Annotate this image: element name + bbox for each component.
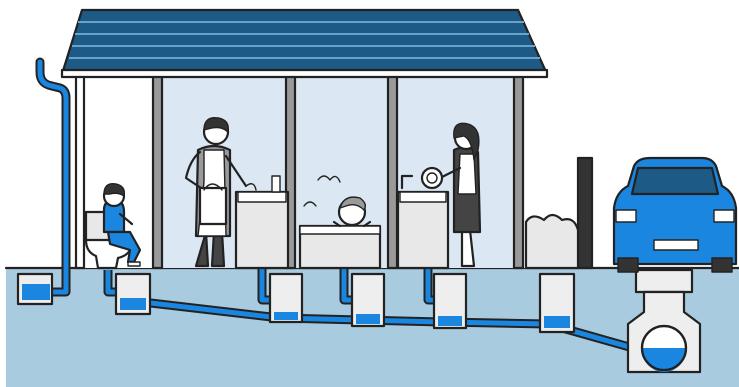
bush-icon xyxy=(526,215,578,268)
bathtub-icon xyxy=(300,226,380,268)
downspout-icon xyxy=(40,62,66,282)
inspection-pit-icon xyxy=(540,274,574,332)
inspection-pit-icon xyxy=(116,274,150,314)
inspection-pit-icon xyxy=(18,274,52,304)
house-roof-icon xyxy=(62,10,547,77)
inspection-pit-icon xyxy=(270,274,302,322)
car-icon xyxy=(614,158,736,272)
inspection-pit-icon xyxy=(352,274,384,326)
pillar xyxy=(514,70,523,268)
manhole-icon xyxy=(628,270,700,372)
pillar xyxy=(153,70,162,268)
pillar xyxy=(388,70,397,268)
pillar xyxy=(76,70,84,268)
fence-post xyxy=(578,158,592,268)
inspection-pit-icon xyxy=(434,274,466,328)
